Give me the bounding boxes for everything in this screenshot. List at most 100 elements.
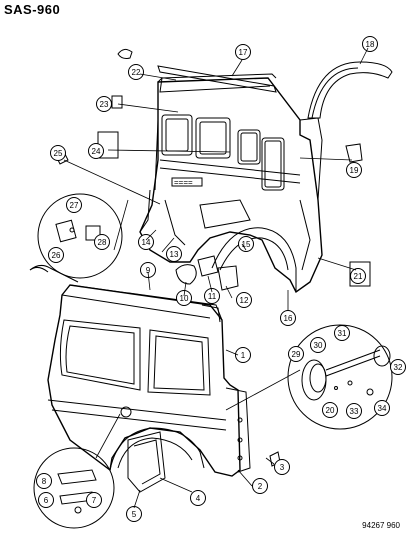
callout-label: 21: [354, 272, 363, 281]
callout-label: 32: [394, 363, 403, 372]
callout-circle: [236, 292, 252, 308]
drawing-number: 94267 960: [362, 521, 400, 530]
callout-label: 13: [170, 250, 179, 259]
callout-31: 31: [334, 325, 350, 341]
callout-33: 33: [346, 403, 362, 419]
callout-27: 27: [66, 197, 82, 213]
callout-7: 7: [86, 492, 102, 508]
callout-34: 34: [374, 400, 390, 416]
callout-circle: [374, 400, 390, 416]
callout-14: 14: [138, 234, 154, 250]
callout-label: 1: [241, 351, 246, 360]
callout-circle: [66, 197, 82, 213]
callout-18: 18: [362, 36, 378, 52]
callout-32: 32: [390, 359, 406, 375]
part-10-gasket: [175, 264, 197, 285]
callout-17: 17: [235, 44, 251, 60]
callout-9: 9: [140, 262, 156, 278]
callout-label: 11: [208, 292, 217, 301]
callout-circle: [274, 459, 290, 475]
callout-circle: [288, 346, 304, 362]
callout-5: 5: [126, 506, 142, 522]
callout-19: 19: [346, 162, 362, 178]
callout-label: 12: [240, 296, 249, 305]
callout-circle: [138, 234, 154, 250]
callout-circle: [310, 337, 326, 353]
callout-circle: [88, 143, 104, 159]
detail-fastener: [74, 506, 82, 514]
callout-label: 5: [132, 510, 137, 519]
molding-edge: [311, 67, 359, 119]
wheel-lip-molding: [307, 61, 393, 119]
callout-circle: [166, 246, 182, 262]
part-11-seal: [197, 255, 219, 277]
callout-circle: [346, 403, 362, 419]
callout-label: 33: [350, 407, 359, 416]
callout-circle: [235, 44, 251, 60]
callout-label: 4: [196, 494, 201, 503]
callout-label: 6: [44, 496, 49, 505]
bumper-34: [366, 388, 374, 396]
callout-label: 19: [350, 166, 359, 175]
callout-circle: [190, 490, 206, 506]
callout-label: 7: [92, 496, 97, 505]
callout-label: 27: [70, 201, 79, 210]
callout-circle: [140, 262, 156, 278]
detail-plate: [57, 469, 97, 485]
callout-label: 16: [284, 314, 293, 323]
part-19-clip: [345, 143, 363, 163]
detail-circle-6-8: [33, 447, 115, 529]
callout-15: 15: [238, 236, 254, 252]
callout-circle: [96, 96, 112, 112]
callout-circle: [235, 347, 251, 363]
callout-circle: [322, 402, 338, 418]
callout-24: 24: [88, 143, 104, 159]
splash-shield: [127, 431, 166, 493]
callout-circle: [362, 36, 378, 52]
callout-22: 22: [128, 64, 144, 80]
leader-lines: [63, 47, 369, 509]
callout-circle: [176, 290, 192, 306]
callout-label: 22: [132, 68, 141, 77]
fuel-door-hinge: [325, 349, 381, 371]
callout-label: 29: [292, 350, 301, 359]
callout-circle: [128, 64, 144, 80]
callout-label: 2: [258, 482, 263, 491]
callout-label: 23: [100, 100, 109, 109]
callout-16: 16: [280, 310, 296, 326]
callout-label: 24: [92, 147, 101, 156]
callout-28: 28: [94, 234, 110, 250]
callout-circle: [36, 473, 52, 489]
callout-3: 3: [274, 459, 290, 475]
callout-label: 34: [378, 404, 387, 413]
callout-23: 23: [96, 96, 112, 112]
detail-bolt: [69, 227, 75, 233]
callout-11: 11: [204, 288, 220, 304]
callout-2: 2: [252, 478, 268, 494]
panel-text: ====: [174, 178, 193, 187]
callout-circle: [126, 506, 142, 522]
diagram-code: SAS-960: [4, 2, 61, 17]
part-23-clip: [111, 95, 123, 109]
callout-circle: [94, 234, 110, 250]
callout-circle: [252, 478, 268, 494]
callout-label: 31: [338, 329, 347, 338]
callout-label: 3: [280, 463, 285, 472]
callout-circle: [204, 288, 220, 304]
callout-label: 14: [142, 238, 151, 247]
callout-12: 12: [236, 292, 252, 308]
callout-label: 20: [326, 406, 335, 415]
splash-shield-inner: [133, 439, 161, 485]
detail-bracket-27: [55, 219, 77, 243]
callout-circle: [334, 325, 350, 341]
callout-label: 25: [54, 149, 63, 158]
detail-circle-26-28: [37, 193, 123, 279]
callout-circle: [48, 247, 64, 263]
callout-4: 4: [190, 490, 206, 506]
callout-label: 26: [52, 251, 61, 260]
callout-circle: [346, 162, 362, 178]
callout-13: 13: [166, 246, 182, 262]
